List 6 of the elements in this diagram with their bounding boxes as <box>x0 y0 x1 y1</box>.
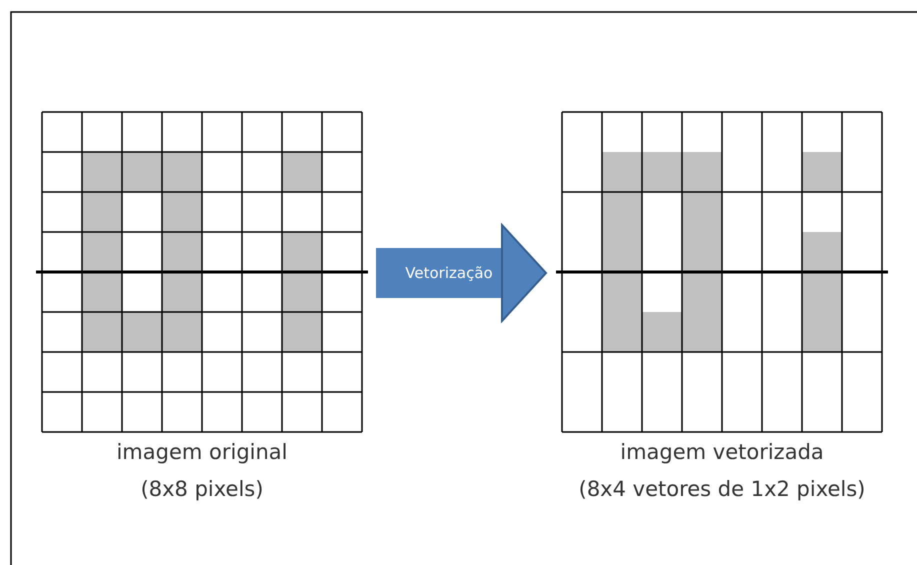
block-arrow <box>376 224 547 322</box>
caption-text: imagem original <box>116 440 288 464</box>
caption-text: (8x8 pixels) <box>140 477 264 501</box>
caption-text: (8x4 vetores de 1x2 pixels) <box>578 477 866 501</box>
caption-text: imagem vetorizada <box>620 440 824 464</box>
edge-label: Vetorização <box>405 264 493 282</box>
